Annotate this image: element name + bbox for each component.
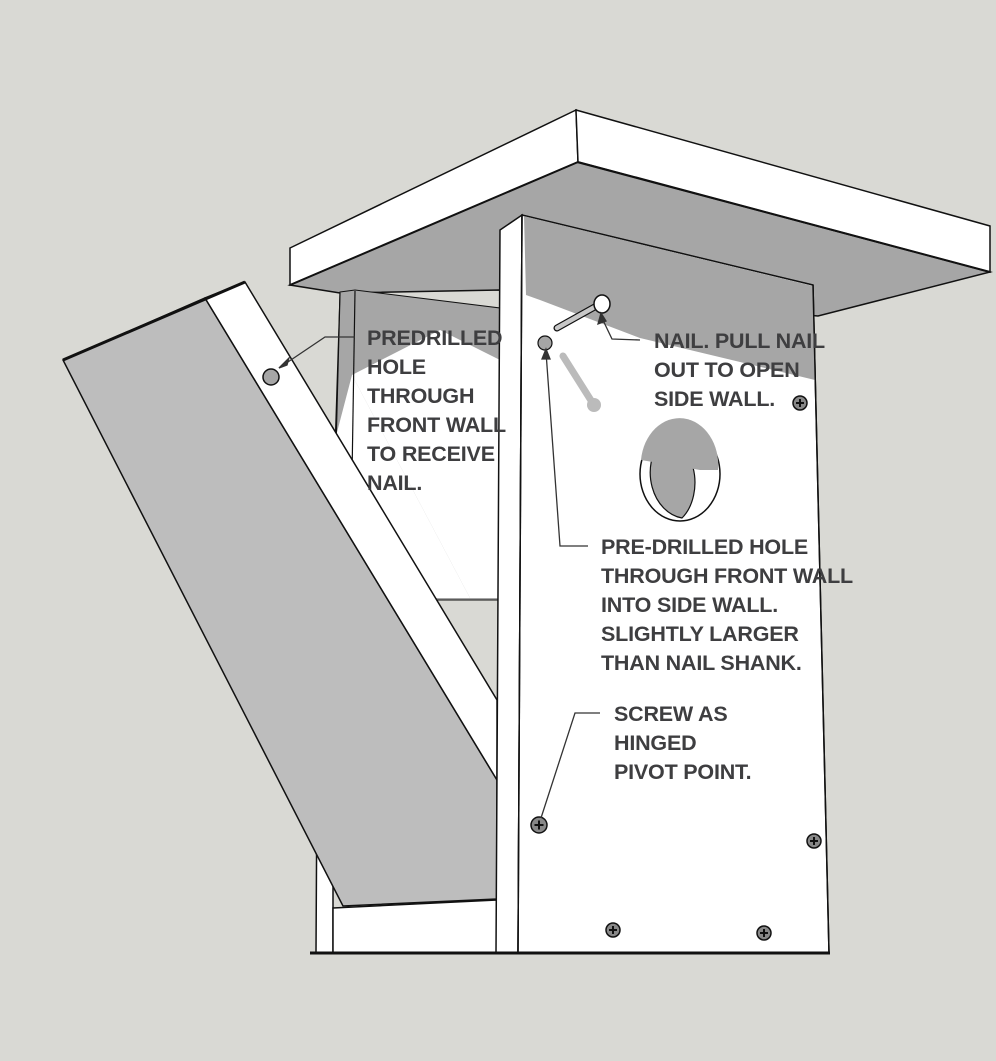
- front-wall-roof-shadow: [524, 216, 815, 380]
- front-wall-predrilled-hole: [537, 335, 553, 351]
- callout-predrilled-hole-side-wall: PREDRILLED HOLE THROUGH FRONT WALL TO RE…: [367, 326, 506, 495]
- floor: [332, 899, 498, 954]
- side-wall-predrilled-hole: [262, 368, 280, 386]
- screw-icon: [605, 922, 621, 938]
- roof-bottom-edge: [289, 160, 991, 286]
- callout-predrilled-hole-front-wall: PRE-DRILLED HOLE THROUGH FRONT WALL INTO…: [601, 535, 853, 675]
- front-wall-right-edge: [812, 284, 830, 954]
- leader-lines: [278, 311, 641, 819]
- screw-icon: [756, 925, 772, 941]
- side-wall-top-edge: [62, 280, 246, 362]
- nail-icon: [553, 294, 611, 412]
- screw-icon: [806, 833, 822, 849]
- front-wall-top-edge: [521, 214, 814, 286]
- screw-icon: [792, 395, 808, 411]
- front-wall-left-edge: [517, 214, 523, 954]
- back-wall-light: [352, 330, 500, 598]
- entrance-hole: [639, 418, 721, 522]
- callout-pivot-screw: SCREW AS HINGED PIVOT POINT.: [614, 702, 752, 784]
- callout-nail: NAIL. PULL NAIL OUT TO OPEN SIDE WALL.: [654, 329, 825, 411]
- screw-pivot-icon: [530, 816, 548, 834]
